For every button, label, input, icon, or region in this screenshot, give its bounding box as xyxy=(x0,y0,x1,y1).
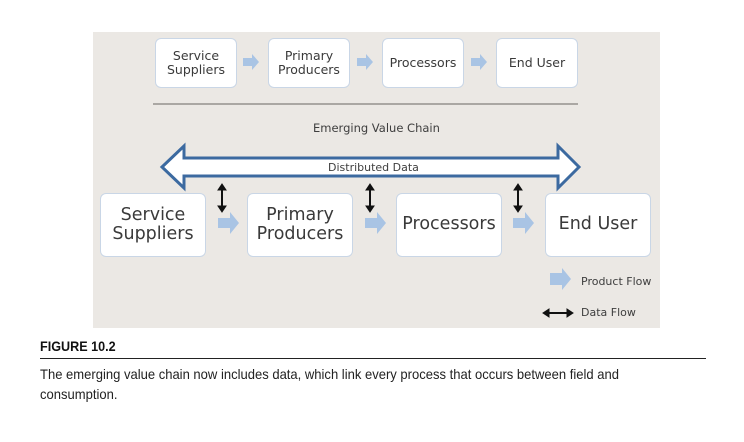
product-flow-arrow-icon xyxy=(218,212,239,234)
figure-caption: The emerging value chain now includes da… xyxy=(40,366,619,402)
data-flow-arrow-icon xyxy=(513,183,523,213)
product-flow-arrow-icon xyxy=(357,54,373,70)
product-flow-arrow-icon xyxy=(513,212,534,234)
line: Processors xyxy=(389,55,457,71)
line: Service xyxy=(120,204,186,225)
line: Suppliers xyxy=(112,224,194,244)
line: Service xyxy=(172,48,220,64)
line: Producers xyxy=(278,62,340,77)
legend-product-flow-label: Product Flow xyxy=(581,275,652,288)
line: Primary xyxy=(284,48,334,64)
distributed-data-arrow-icon xyxy=(159,142,582,192)
data-flow-arrow-icon xyxy=(217,183,227,213)
line: Primary xyxy=(266,204,334,225)
data-flow-arrow-icon xyxy=(365,183,375,213)
legend-product-flow-icon xyxy=(550,268,571,290)
product-flow-arrow-icon xyxy=(471,54,487,70)
line: End User xyxy=(558,214,638,235)
line: Suppliers xyxy=(166,62,225,77)
line: Producers xyxy=(256,224,344,244)
distributed-data-label: Distributed Data xyxy=(328,161,419,174)
caption-rule xyxy=(40,358,706,359)
divider-line xyxy=(153,103,578,105)
emerging-chain-title: Emerging Value Chain xyxy=(313,121,440,135)
line: End User xyxy=(508,55,566,71)
emerging-step-end-user: End User xyxy=(545,193,651,257)
product-flow-arrow-icon xyxy=(365,212,386,234)
legend-data-flow-label: Data Flow xyxy=(581,306,636,319)
emerging-step-processors: Processors xyxy=(396,193,502,257)
legend-data-flow-icon xyxy=(542,308,574,318)
current-step-processors: Processors xyxy=(382,38,464,88)
line: Processors xyxy=(402,214,496,235)
product-flow-arrow-icon xyxy=(243,54,259,70)
current-step-end-user: End User xyxy=(496,38,578,88)
figure-label: FIGURE 10.2 xyxy=(40,338,116,354)
